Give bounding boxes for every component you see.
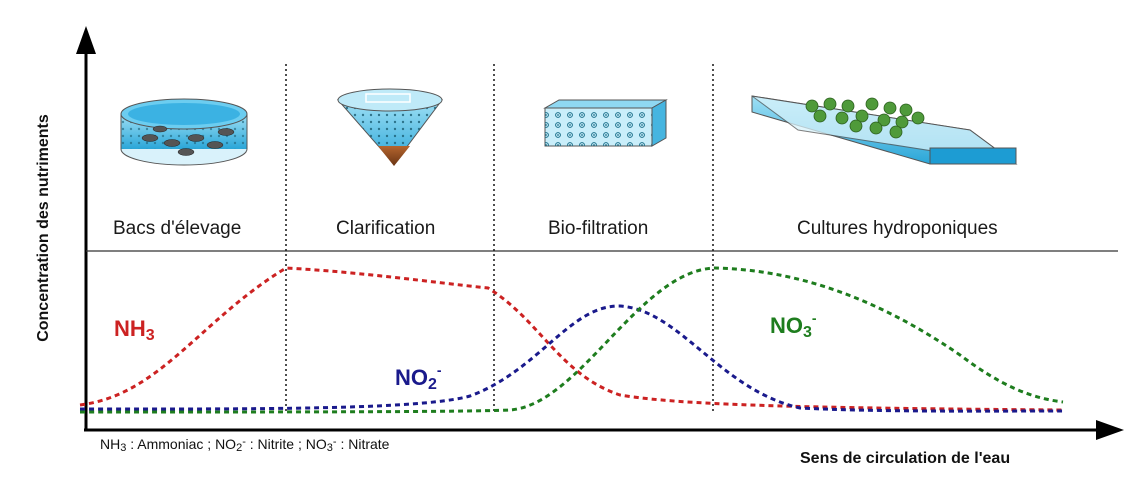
rearing-tank-illustration — [120, 98, 248, 166]
y-axis-arrowhead — [76, 26, 96, 54]
legend-no2-formula: NO — [215, 436, 237, 452]
nh3-label-sub: 3 — [145, 327, 155, 344]
legend-nh3-name: : Ammoniac ; — [126, 436, 216, 452]
nh3-curve — [79, 266, 1064, 412]
stage-label-hydroponics: Cultures hydroponiques — [797, 218, 998, 239]
nh3-curve-label: NH3 — [114, 316, 155, 345]
x-axis-arrowhead — [1096, 420, 1124, 440]
legend-no2-name: : Nitrite ; — [245, 436, 306, 452]
clarifier-illustration — [336, 88, 443, 166]
no2-curve — [79, 304, 1064, 413]
no3-label-sup: - — [811, 310, 817, 326]
legend-no3-sub: 3 — [326, 442, 333, 454]
legend: NH3 : Ammoniac ; NO2- : Nitrite ; NO3- :… — [100, 436, 389, 454]
x-axis-label: Sens de circulation de l'eau — [800, 450, 1011, 467]
legend-nh3-formula: NH — [100, 436, 121, 452]
biofilter-illustration — [543, 99, 668, 147]
legend-no3-name: : Nitrate — [336, 436, 390, 452]
no2-label-sup: - — [436, 362, 442, 378]
no3-curve — [79, 266, 1064, 414]
nh3-label-base: NH — [114, 316, 146, 341]
hydroponic-bed-illustration — [751, 95, 1018, 165]
legend-no2-sub: 2 — [236, 442, 243, 454]
legend-no2-sup: - — [242, 436, 246, 448]
legend-nh3-sub: 3 — [120, 442, 127, 454]
no2-label-sub: 2 — [428, 376, 437, 393]
stage-label-clarification: Clarification — [336, 218, 436, 239]
legend-no3-formula: NO — [305, 436, 327, 452]
no3-label-base: NO — [770, 313, 803, 338]
stage-label-biofiltration: Bio-filtration — [548, 218, 649, 239]
stage-dividers — [285, 64, 714, 414]
curves — [79, 266, 1064, 414]
no2-label-base: NO — [395, 365, 428, 390]
y-axis-label: Concentration des nutriments — [35, 114, 52, 342]
no3-curve-label: NO3- — [770, 310, 817, 342]
stage-label-rearing-tanks: Bacs d'élevage — [113, 218, 242, 239]
no3-label-sub: 3 — [803, 324, 812, 341]
no2-curve-label: NO2- — [395, 362, 442, 394]
legend-no3-sup: - — [332, 436, 337, 448]
axes — [76, 26, 1124, 440]
